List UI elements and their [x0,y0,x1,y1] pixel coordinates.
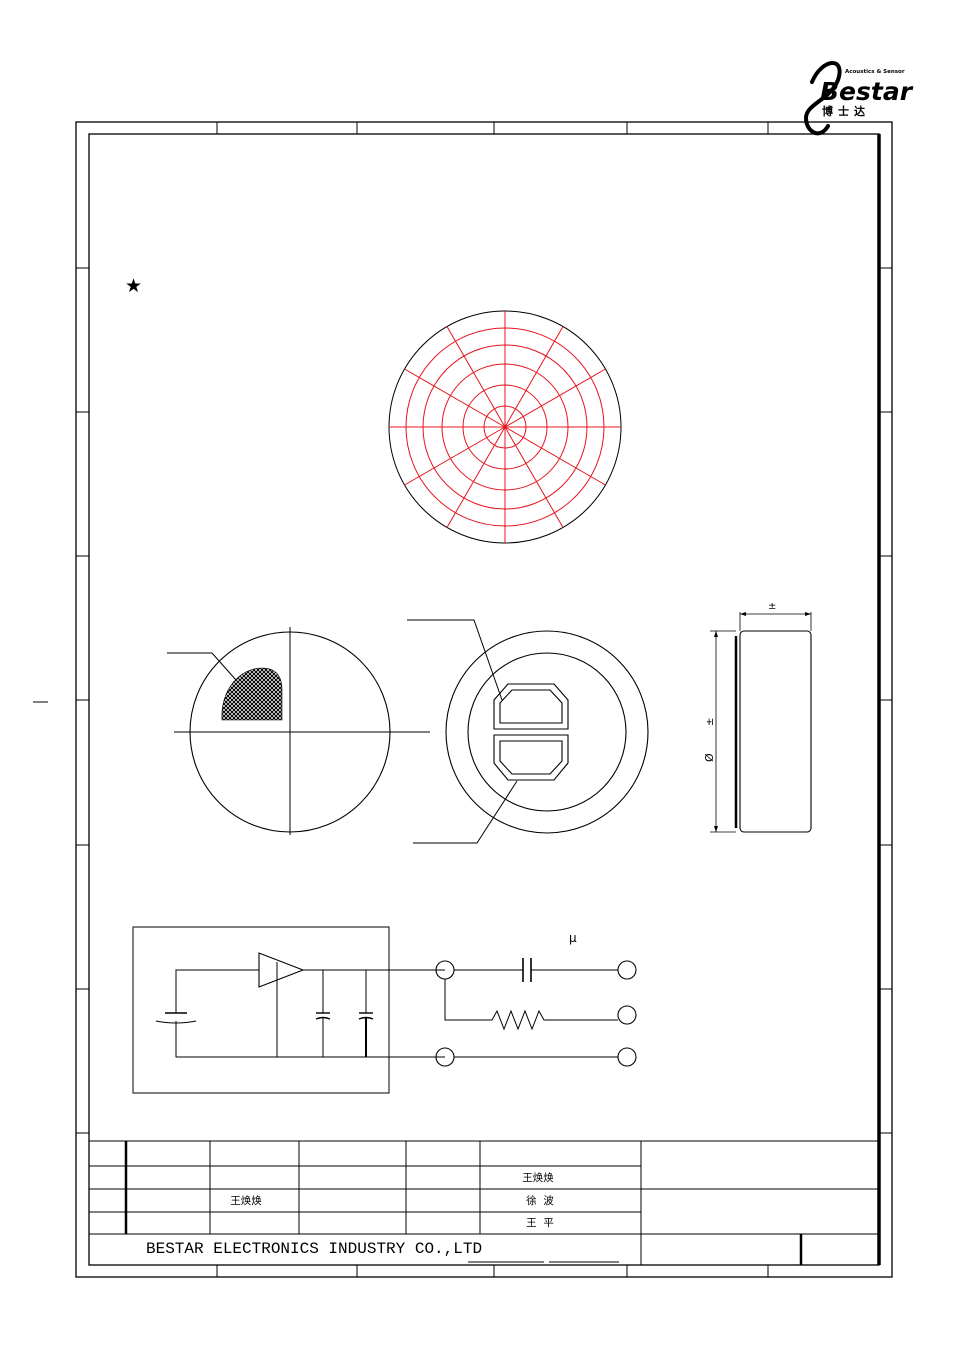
pattern-spoke [446,426,506,528]
note-star: ★ [125,275,142,297]
window-mesh [221,667,283,721]
drawer-name: 王焕焕 [230,1194,262,1207]
company-name: BESTAR ELECTRONICS INDUSTRY CO.,LTD [146,1240,482,1258]
capacitor-2 [358,970,374,1057]
internal-circuit [132,926,637,1094]
title-block [89,1140,879,1265]
rear-view-outer [445,630,649,834]
coupling-capacitor [454,958,618,982]
logo-wordmark: Bestar [820,77,914,106]
approver-name-designed: 王焕焕 [522,1171,554,1184]
rear-view-inner [467,652,627,812]
diameter-tolerance: ± [705,718,716,726]
logo-tagline: Acoustics & Sensor [845,69,905,75]
terminal-right-top [617,960,637,980]
pattern-spoke [504,426,606,486]
load-resistor [444,979,618,1031]
approver-name: 王 平 [526,1217,554,1229]
drawing-frame [33,121,893,1278]
logo-swirl-mark [803,61,842,136]
pattern-spoke [504,426,564,528]
front-view-window [167,627,430,835]
mesh-leader-line [167,652,237,681]
pattern-spoke [404,426,506,486]
element-leader-lower [413,780,518,844]
sensing-element-lower [493,734,569,781]
bestar-logo: Bestar Acoustics & Sensor 博士达 [803,61,914,136]
thickness-tolerance: ± [768,601,776,612]
detection-area-pattern [388,310,622,544]
pattern-red-spokes [389,311,621,543]
circuit-housing-box [132,926,390,1094]
element-leader-upper [407,619,503,701]
rear-view-elements [407,619,649,844]
terminal-right-middle [617,1005,637,1025]
diameter-symbol: Ø [703,753,716,762]
terminal-right-bottom [617,1047,637,1067]
pattern-spoke [404,368,506,428]
pattern-spoke [504,326,564,428]
sensing-element-upper [493,683,569,730]
logo-chinese-name: 博士达 [822,104,870,118]
capacitance-unit: μ [569,931,577,945]
side-view [710,612,812,833]
pattern-spoke [504,368,606,428]
capacitor-1 [315,970,331,1057]
pattern-spoke [446,326,506,428]
checker-name: 徐 波 [526,1194,554,1207]
side-view-body [739,630,812,833]
amplifier-symbol [258,952,305,988]
